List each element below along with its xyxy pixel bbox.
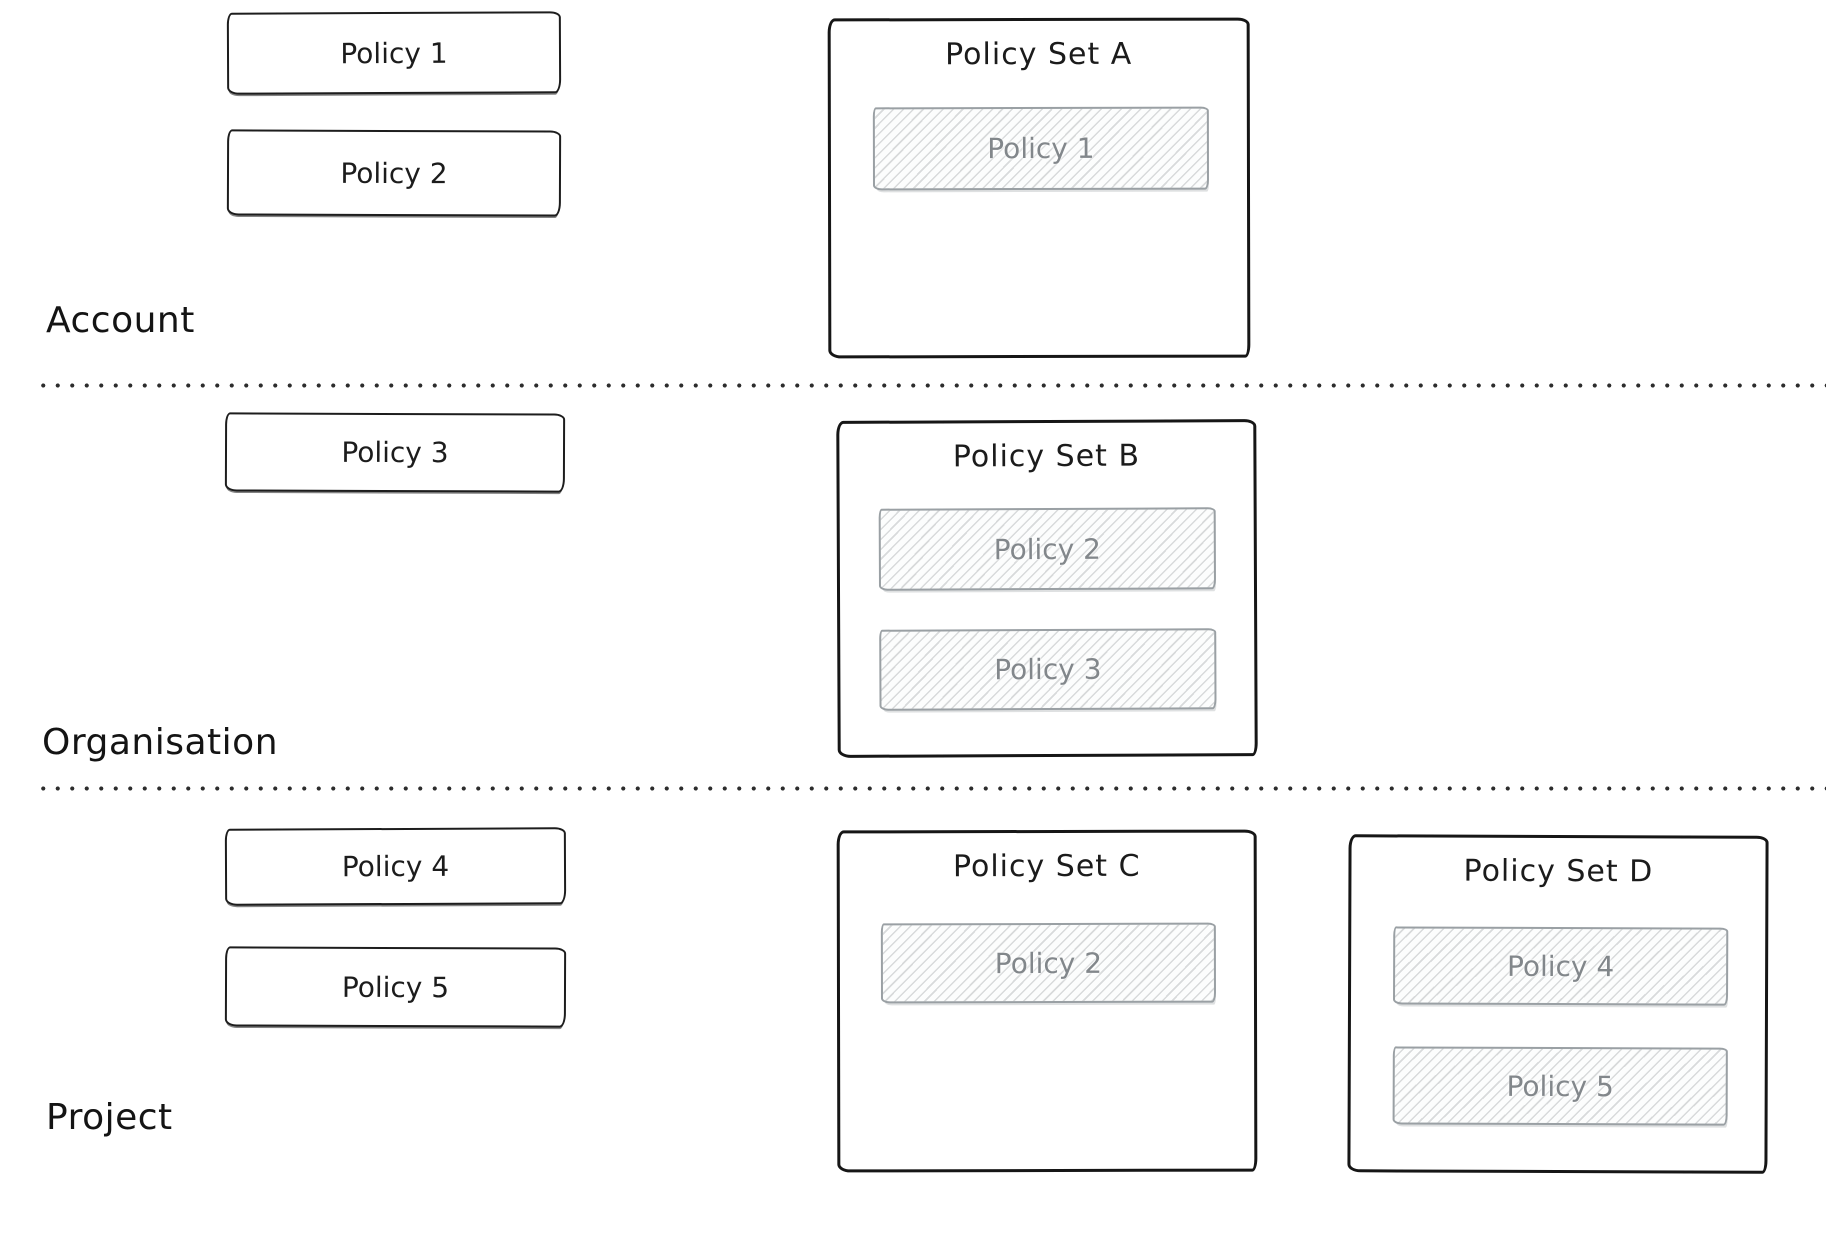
- level-divider: [36, 786, 1826, 791]
- policy-set: Policy Set D Policy 4 Policy 5: [1347, 834, 1769, 1174]
- policy-chip-label: Policy 2: [993, 532, 1102, 566]
- policy-box-label: Policy 4: [341, 849, 450, 884]
- policy-set-title: Policy Set C: [952, 848, 1141, 885]
- policy-box: Policy 5: [224, 946, 567, 1028]
- policy-chip: Policy 1: [872, 106, 1210, 191]
- policy-chip: Policy 2: [880, 922, 1217, 1004]
- policy-chip: Policy 5: [1392, 1046, 1728, 1126]
- policy-set: Policy Set C Policy 2: [836, 829, 1258, 1173]
- level-divider: [36, 383, 1826, 388]
- policy-set: Policy Set A Policy 1: [827, 17, 1251, 359]
- level-label-project: Project: [46, 1097, 173, 1138]
- policy-chip: Policy 4: [1392, 926, 1729, 1006]
- policy-box: Policy 3: [224, 412, 566, 493]
- policy-box-label: Policy 2: [340, 156, 448, 190]
- policy-chip-label: Policy 1: [987, 131, 1095, 166]
- policy-chip: Policy 3: [879, 628, 1217, 711]
- policy-box: Policy 2: [226, 129, 562, 217]
- policy-box: Policy 1: [226, 11, 562, 95]
- policy-set-title: Policy Set B: [952, 438, 1141, 475]
- policy-chip-label: Policy 5: [1506, 1069, 1614, 1103]
- level-label-account: Account: [46, 300, 195, 341]
- policy-chip: Policy 2: [878, 507, 1217, 591]
- policy-chip-label: Policy 4: [1506, 949, 1615, 983]
- policy-box-label: Policy 1: [340, 36, 448, 70]
- policy-set-title: Policy Set D: [1463, 853, 1654, 890]
- policy-set: Policy Set B Policy 2 Policy 3: [836, 419, 1258, 758]
- level-label-organisation: Organisation: [42, 722, 279, 763]
- policy-set-title: Policy Set A: [945, 36, 1133, 73]
- policy-chip-label: Policy 3: [994, 652, 1102, 687]
- policy-box: Policy 4: [224, 827, 567, 906]
- policy-chip-label: Policy 2: [994, 946, 1103, 980]
- policy-box-label: Policy 5: [341, 970, 450, 1004]
- policy-box-label: Policy 3: [341, 435, 449, 470]
